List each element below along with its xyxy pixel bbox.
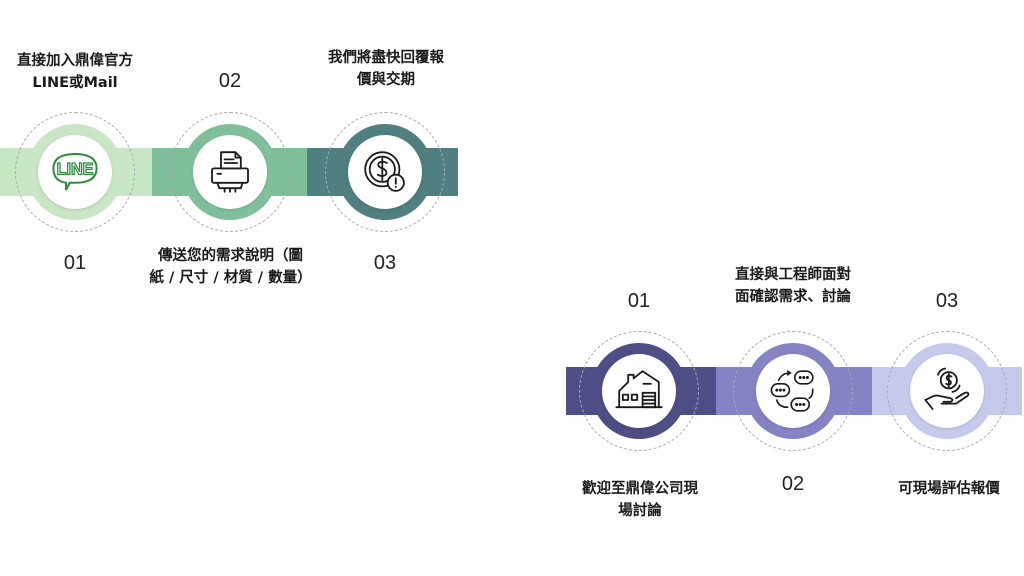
flow1-step3-disc [337,124,433,220]
flow1-step3-icon-holder [348,135,422,209]
flow1-step1-caption-line2: LINE或Mail [32,75,118,91]
flow2-step3-number: 03 [935,290,959,312]
flow2-step1-caption-line2: 場討論 [618,503,662,519]
hand-coin-icon [924,367,970,410]
factory-building-icon [615,370,663,409]
flow1-step1-disc: LINE [27,124,123,220]
line-logo-text: LINE [57,161,94,179]
chat-bubbles-icon [770,370,814,412]
line-logo-icon: LINE [52,153,98,191]
flow1-step2-number: 02 [218,70,242,92]
flow2-step1-caption-line1: 歡迎至鼎偉公司現 [582,481,698,497]
flow2-step2-caption-line1: 直接與工程師面對 [735,267,851,283]
flow1-step2-icon-holder [193,135,267,209]
flow2-step2-icon-holder [756,354,830,428]
flow1-step1-caption-line1: 直接加入鼎偉官方 [17,53,133,69]
flow2-step1-icon-holder [602,354,676,428]
flow2-step3-caption: 可現場評估報價 [880,478,1018,500]
flow1-step3-caption: 我們將盡快回覆報 價與交期 [308,47,464,91]
flow2-step2-disc [745,343,841,439]
flow1-step1-ring [15,112,135,232]
flow2-step3-caption-line1: 可現場評估報價 [898,481,1000,497]
flow1-step2-disc [182,124,278,220]
printer-document-icon [211,151,249,193]
flow1-step2-caption: 傳送您的需求說明（圖 紙 / 尺寸 / 材質 / 數量） [128,245,333,289]
flow2-step3-icon-holder [910,354,984,428]
flow2-step1-ring [579,331,699,451]
flow2-step2-caption-line2: 面確認需求、討論 [735,289,851,305]
flow2-step3-ring [887,331,1007,451]
flow1-step2-caption-line2: 紙 / 尺寸 / 材質 / 數量） [149,270,312,286]
flow1-step3-number: 03 [373,252,397,274]
flow1-step1-caption: 直接加入鼎偉官方 LINE或Mail [0,50,150,94]
dollar-coin-alert-icon [364,151,405,192]
flow2-step2-number: 02 [781,473,805,495]
flow1-step3-caption-line2: 價與交期 [357,72,415,88]
flow2-step2-ring [733,331,853,451]
flow1-step2-ring [170,112,290,232]
flow1-step2-caption-line1: 傳送您的需求說明（圖 [158,248,303,264]
flow2-step1-caption: 歡迎至鼎偉公司現 場討論 [562,478,718,522]
flow1-step1-icon-holder: LINE [38,135,112,209]
flow2-step1-disc [591,343,687,439]
flow1-step1-number: 01 [63,252,87,274]
flow2-step1-number: 01 [627,290,651,312]
flow1-step3-caption-line1: 我們將盡快回覆報 [328,50,444,66]
flow2-step2-caption: 直接與工程師面對 面確認需求、討論 [715,264,871,308]
flow2-step3-disc [899,343,995,439]
flow1-step3-ring [325,112,445,232]
